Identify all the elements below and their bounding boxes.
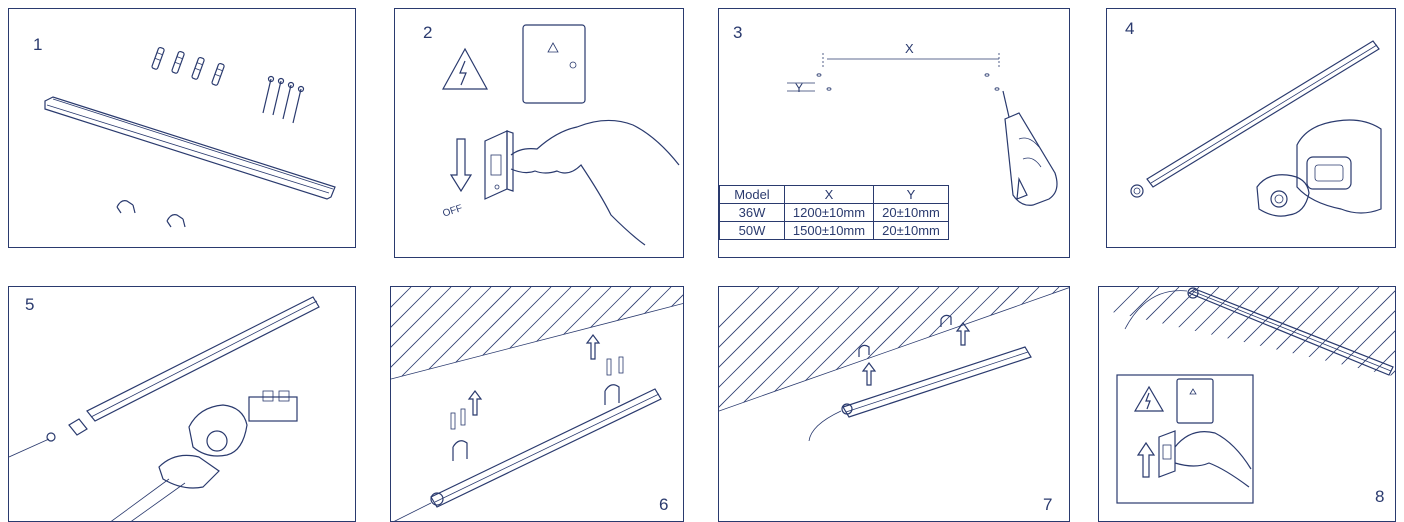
step-3-panel: X Y 3 Model X Y 36W 1200±10mm 20±10mm 50… bbox=[718, 8, 1070, 258]
step-1-illustration bbox=[44, 46, 336, 228]
step-6-panel: 6 bbox=[390, 286, 684, 522]
step-3-illustration: X Y bbox=[787, 41, 1058, 206]
table-cell: 20±10mm bbox=[873, 221, 949, 240]
table-cell: 36W bbox=[719, 203, 785, 222]
step-number: 2 bbox=[423, 23, 433, 42]
up-arrow-icon bbox=[1136, 441, 1156, 478]
step-7-panel: 7 bbox=[718, 286, 1070, 522]
step-5-panel: 5 bbox=[8, 286, 356, 522]
clips-and-plugs bbox=[450, 356, 624, 461]
high-voltage-warning-icon bbox=[441, 47, 489, 90]
step-number: 1 bbox=[33, 35, 43, 54]
wall-switch bbox=[1158, 430, 1176, 478]
wall-plugs bbox=[151, 46, 225, 86]
ceiling-hatch bbox=[391, 287, 683, 379]
step-4-illustration bbox=[1130, 40, 1382, 217]
step-2-illustration: OFF bbox=[441, 24, 680, 246]
step-2-panel: OFF 2 bbox=[394, 8, 684, 258]
step-5-illustration bbox=[9, 296, 320, 521]
up-arrow-icon bbox=[861, 322, 971, 386]
table-header-cell: X bbox=[784, 185, 874, 204]
breaker-box-icon bbox=[1176, 378, 1214, 424]
inset-power-on bbox=[1116, 374, 1254, 504]
step-8-panel: 8 bbox=[1098, 286, 1396, 522]
table-cell: 1500±10mm bbox=[784, 221, 874, 240]
drill-icon bbox=[1002, 90, 1058, 206]
light-fixture bbox=[808, 346, 1032, 442]
step-4-panel: 4 bbox=[1106, 8, 1396, 248]
table-row: 36W 1200±10mm 20±10mm bbox=[719, 203, 949, 222]
table-header-cell: Model bbox=[719, 185, 785, 204]
table-cell: 20±10mm bbox=[873, 203, 949, 222]
hand bbox=[510, 119, 680, 246]
screws bbox=[262, 75, 305, 124]
x-dimension-label: X bbox=[905, 41, 914, 56]
wall-switch bbox=[484, 130, 514, 200]
step-6-illustration bbox=[391, 287, 683, 521]
light-fixture bbox=[1146, 40, 1380, 188]
y-dimension-label: Y bbox=[795, 81, 803, 95]
ceiling-hatch bbox=[1099, 287, 1395, 377]
table-cell: 1200±10mm bbox=[784, 203, 874, 222]
mounting-clips bbox=[116, 200, 186, 228]
step-number: 4 bbox=[1125, 19, 1135, 38]
light-fixture bbox=[1124, 287, 1394, 376]
step-number: 7 bbox=[1043, 495, 1053, 514]
off-label: OFF bbox=[441, 203, 463, 220]
light-fixture bbox=[394, 388, 662, 521]
dimension-lines: X Y bbox=[787, 41, 1000, 95]
table-header-row: Model X Y bbox=[719, 185, 949, 204]
end-cap bbox=[1130, 119, 1382, 217]
step-number: 8 bbox=[1375, 487, 1385, 506]
mounting-clips bbox=[858, 314, 952, 357]
spec-table: Model X Y 36W 1200±10mm 20±10mm 50W 1500… bbox=[719, 185, 949, 240]
ceiling-hatch bbox=[719, 287, 1069, 411]
light-fixture bbox=[44, 96, 336, 200]
step-number: 6 bbox=[659, 495, 669, 514]
step-number: 5 bbox=[25, 295, 35, 314]
end-cap bbox=[9, 390, 298, 521]
light-fixture bbox=[86, 296, 320, 422]
down-arrow-icon bbox=[449, 138, 473, 193]
step-7-illustration bbox=[719, 287, 1069, 442]
step-8-illustration bbox=[1099, 287, 1395, 504]
step-1-panel: 1 bbox=[8, 8, 356, 248]
breaker-box-icon bbox=[522, 24, 586, 104]
table-row: 50W 1500±10mm 20±10mm bbox=[719, 221, 949, 240]
table-cell: 50W bbox=[719, 221, 785, 240]
high-voltage-warning-icon bbox=[1133, 385, 1165, 412]
up-arrow-icon bbox=[467, 334, 601, 416]
step-number: 3 bbox=[733, 23, 743, 42]
table-header-cell: Y bbox=[873, 185, 949, 204]
